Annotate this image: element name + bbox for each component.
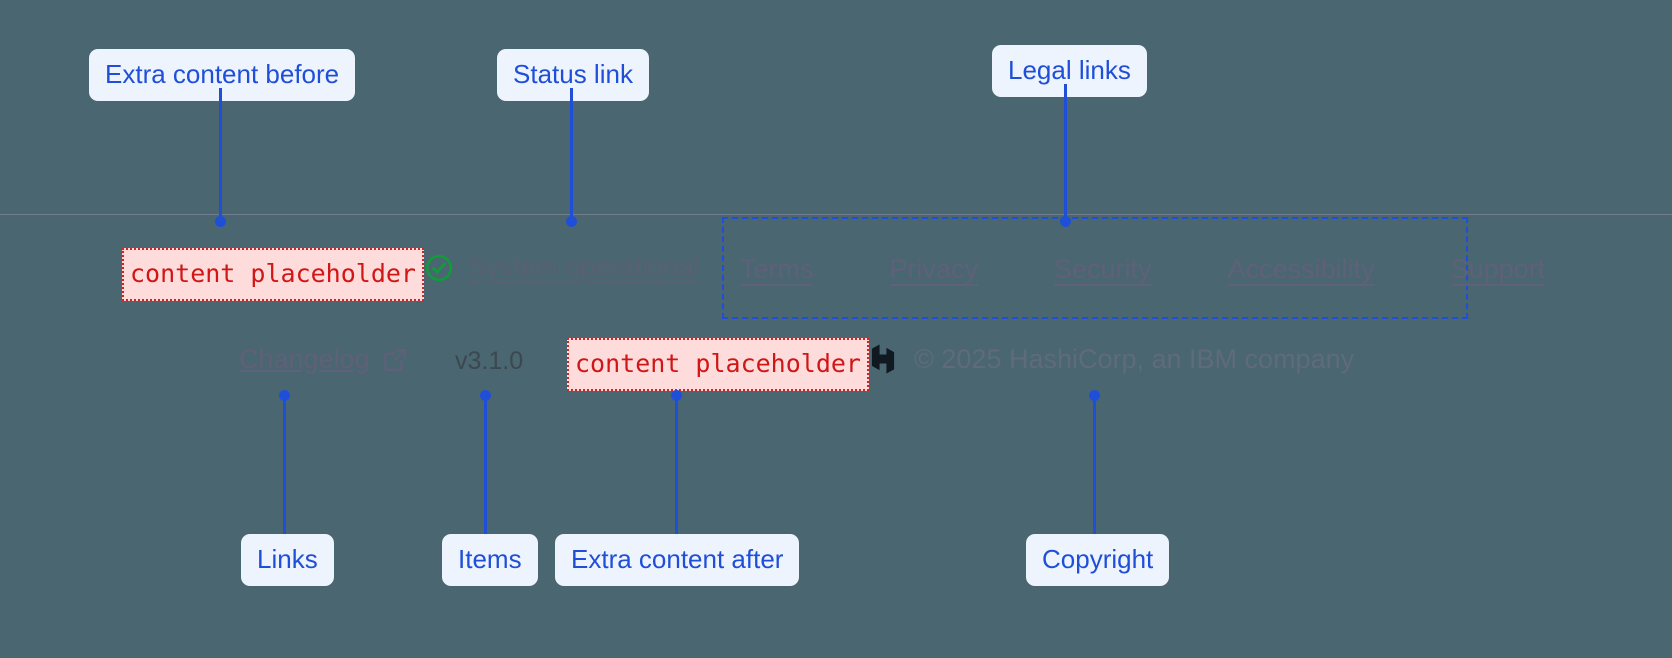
leader-line-links [283,396,286,534]
leader-line-extra-before [219,88,222,220]
leader-dot-copyright [1089,390,1100,401]
hashicorp-logo [871,344,895,374]
leader-line-copyright [1093,396,1096,534]
legal-link-privacy[interactable]: Privacy [889,254,979,284]
external-link-icon [383,348,406,371]
annotation-extra-content-after: Extra content after [555,534,800,586]
check-circle-icon [425,254,453,281]
annotation-legal-links: Legal links [992,45,1147,97]
leader-dot-status [566,216,577,227]
extra-content-after-placeholder: content placeholder [567,338,869,391]
legal-link-terms[interactable]: Terms [740,254,814,284]
status-link[interactable]: System operational [424,252,699,283]
copyright-group: © 2025 HashiCorp, an IBM company [868,343,1354,375]
extra-content-before-placeholder: content placeholder [122,248,424,301]
leader-dot-extra-after [671,390,682,401]
leader-dot-items [480,390,491,401]
leader-line-items [484,396,487,534]
leader-dot-links [279,390,290,401]
leader-line-status [570,88,573,220]
annotation-items: Items [442,534,538,586]
legal-links-highlight-box [722,217,1468,319]
footer-top-divider [0,214,1672,215]
leader-line-extra-after [675,396,678,534]
annotation-links: Links [241,534,334,586]
annotation-copyright: Copyright [1026,534,1170,586]
status-link-label: System operational [468,252,700,282]
changelog-link[interactable]: Changelog [239,344,408,375]
leader-dot-extra-before [215,216,226,227]
legal-link-accessibility[interactable]: Accessibility [1227,254,1375,284]
leader-dot-legal [1060,216,1071,227]
legal-links-list: Terms Privacy Security Accessibility Sup… [740,254,1545,285]
leader-line-legal [1064,84,1067,218]
legal-link-support[interactable]: Support [1450,254,1546,284]
legal-link-security[interactable]: Security [1054,254,1152,284]
version-label: v3.1.0 [455,347,524,375]
annotation-extra-content-before: Extra content before [89,49,356,101]
copyright-text: © 2025 HashiCorp, an IBM company [914,343,1355,374]
changelog-link-label: Changelog [239,344,370,374]
